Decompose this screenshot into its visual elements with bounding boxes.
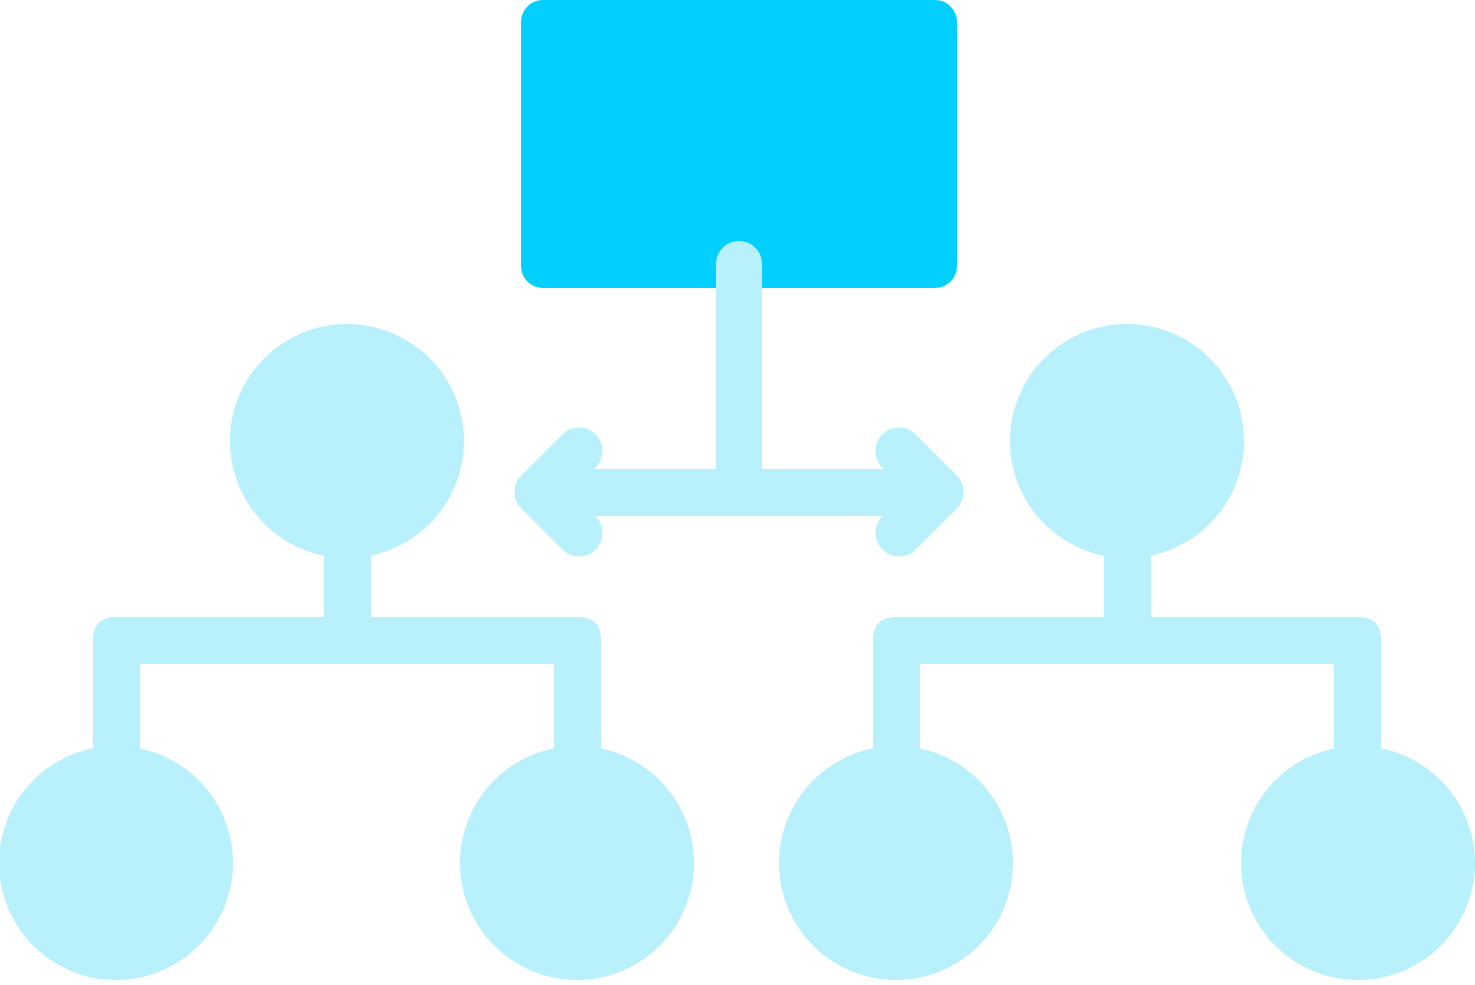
right-child-node-2 (1241, 746, 1475, 980)
right-child-node-1 (779, 746, 1013, 980)
right-parent-stem (1104, 540, 1151, 630)
right-parent-node (1010, 324, 1244, 558)
right-branch-bracket (873, 617, 1381, 760)
root-rectangle-node (521, 0, 957, 288)
left-child-node-2 (460, 746, 694, 980)
left-branch-bracket (93, 617, 601, 760)
right-branch-tree (779, 324, 1475, 980)
root-stem-connector (716, 241, 762, 469)
left-child-node-1 (0, 746, 233, 980)
left-branch-tree (0, 324, 694, 980)
arrow-shaft (566, 469, 910, 516)
left-parent-node (230, 324, 464, 558)
arrow-head-left (514, 427, 603, 557)
arrow-head-right (875, 427, 964, 557)
bidirectional-arrow (514, 427, 964, 557)
left-parent-stem (324, 540, 371, 630)
